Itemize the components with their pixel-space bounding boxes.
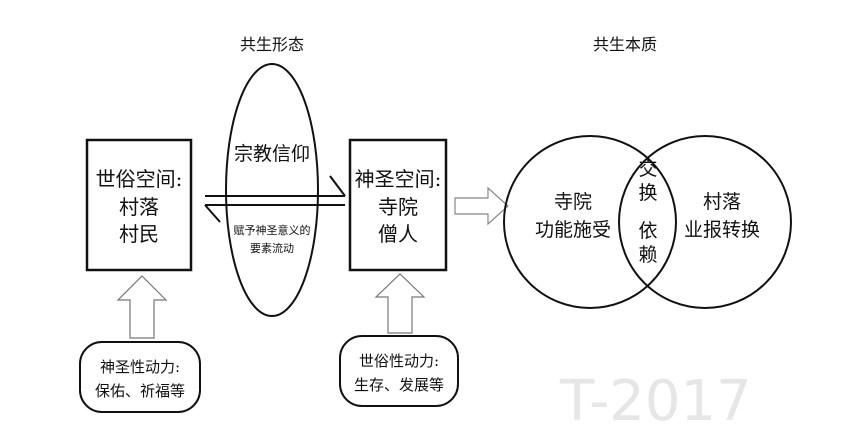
secular-driver-items: 生存、发展等 — [354, 376, 444, 394]
exchange-harpoon-arrows — [204, 175, 346, 223]
temple-label: 寺院 — [378, 195, 418, 219]
village-label: 村落 — [119, 195, 159, 219]
sacred-space-label: 神圣空间: — [355, 167, 442, 191]
religion-ellipse: 宗教信仰 赋予神圣意义的 要素流动 — [225, 63, 319, 317]
hollow-up-arrow-right — [374, 273, 426, 334]
sacred-driver-title: 神圣性动力: — [100, 358, 180, 376]
title-form: 共生形态 — [240, 35, 304, 54]
watermark: T-2017 — [559, 369, 752, 434]
venn-function-label: 功能施受 — [535, 219, 611, 241]
venn-temple-label: 寺院 — [554, 191, 592, 213]
sacred-driver-items: 保佑、祈福等 — [95, 382, 185, 400]
title-essence: 共生本质 — [593, 35, 657, 54]
villagers-label: 村民 — [119, 222, 159, 246]
monks-label: 僧人 — [378, 222, 418, 246]
sacred-space-box: 神圣空间: 寺院 僧人 — [348, 138, 448, 272]
venn-mid-4: 赖 — [638, 244, 657, 266]
sacred-meaning-label: 赋予神圣意义的 — [234, 223, 311, 237]
religion-label: 宗教信仰 — [234, 143, 310, 165]
venn-mid-1: 交 — [638, 158, 657, 180]
element-flow-label: 要素流动 — [250, 241, 294, 255]
sacred-driver-box: 神圣性动力: 保佑、祈福等 — [79, 341, 201, 413]
hollow-right-arrow — [454, 186, 509, 226]
venn-village-label: 村落 — [703, 191, 741, 213]
secular-driver-box: 世俗性动力: 生存、发展等 — [339, 335, 459, 407]
secular-driver-title: 世俗性动力: — [359, 352, 439, 370]
venn-mid-2: 换 — [638, 182, 657, 204]
secular-space-box: 世俗空间: 村落 村民 — [85, 138, 193, 272]
secular-space-label: 世俗空间: — [96, 167, 183, 191]
venn-diagram: 寺院 功能施受 交 换 依 赖 村落 业报转换 — [503, 135, 792, 309]
hollow-up-arrow-left — [116, 275, 168, 339]
venn-mid-3: 依 — [638, 220, 657, 242]
venn-karma-label: 业报转换 — [684, 219, 760, 241]
